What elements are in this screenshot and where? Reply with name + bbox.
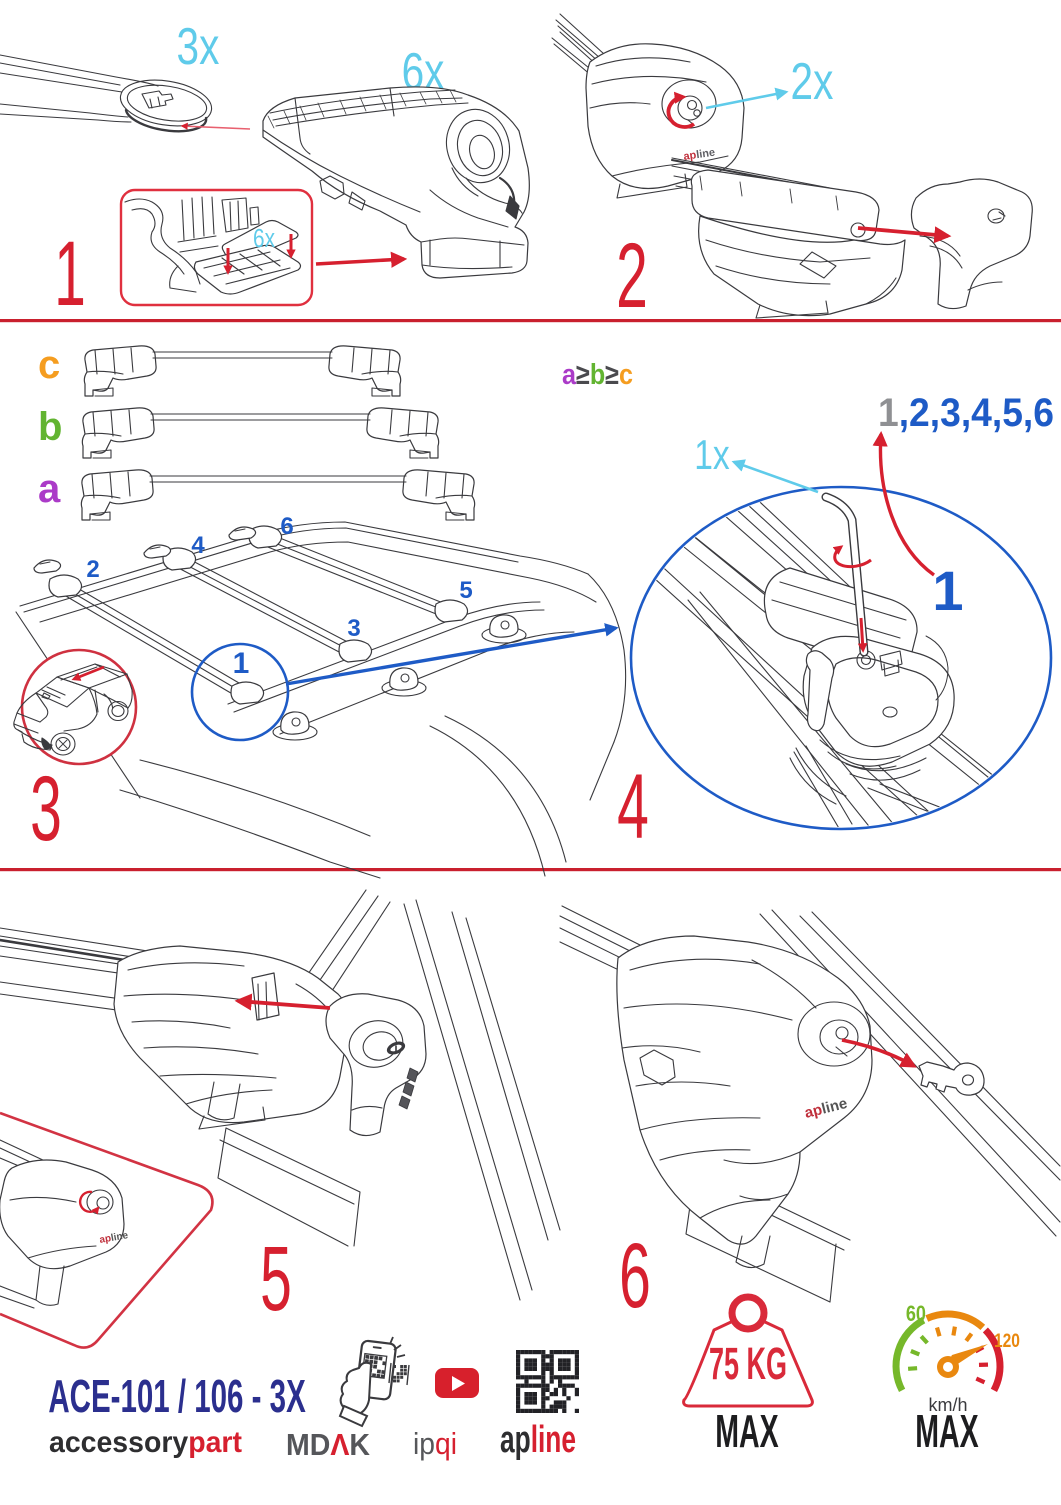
svg-text:ACE-101 / 106 - 3X: ACE-101 / 106 - 3X — [48, 1371, 306, 1422]
svg-text:a≥b≥c: a≥b≥c — [562, 359, 633, 391]
svg-text:ipqi: ipqi — [413, 1426, 457, 1461]
svg-text:6: 6 — [280, 513, 293, 540]
svg-text:1: 1 — [932, 559, 963, 622]
svg-text:6x: 6x — [253, 224, 275, 253]
svg-text:3: 3 — [30, 758, 62, 860]
svg-text:5: 5 — [260, 1228, 292, 1330]
svg-text:4: 4 — [617, 756, 649, 858]
svg-text:2: 2 — [86, 556, 99, 583]
svg-text:accessorypart: accessorypart — [49, 1426, 242, 1459]
svg-text:apline: apline — [99, 1230, 130, 1246]
svg-text:75 KG: 75 KG — [709, 1338, 787, 1389]
svg-text:4: 4 — [191, 532, 205, 559]
svg-text:MAX: MAX — [715, 1406, 779, 1458]
svg-text:3x: 3x — [177, 17, 220, 75]
svg-text:120: 120 — [994, 1330, 1020, 1352]
svg-text:1x: 1x — [694, 433, 729, 479]
svg-text:3: 3 — [347, 615, 360, 642]
svg-text:c: c — [38, 343, 60, 387]
svg-text:b: b — [38, 405, 62, 449]
svg-text:a: a — [38, 467, 61, 511]
svg-text:apline: apline — [500, 1419, 576, 1461]
svg-text:1: 1 — [54, 223, 86, 325]
svg-text:60: 60 — [906, 1302, 926, 1326]
svg-text:MDΛK: MDΛK — [286, 1427, 371, 1462]
svg-text:MAX: MAX — [915, 1406, 979, 1458]
svg-text:5: 5 — [459, 577, 472, 604]
svg-text:km/h: km/h — [928, 1395, 967, 1415]
svg-text:6: 6 — [619, 1225, 651, 1327]
svg-text:1,2,3,4,5,6: 1,2,3,4,5,6 — [878, 391, 1054, 435]
svg-text:2: 2 — [616, 225, 648, 327]
svg-text:apline: apline — [683, 147, 716, 163]
svg-text:2x: 2x — [791, 52, 834, 110]
svg-text:1: 1 — [233, 647, 250, 680]
